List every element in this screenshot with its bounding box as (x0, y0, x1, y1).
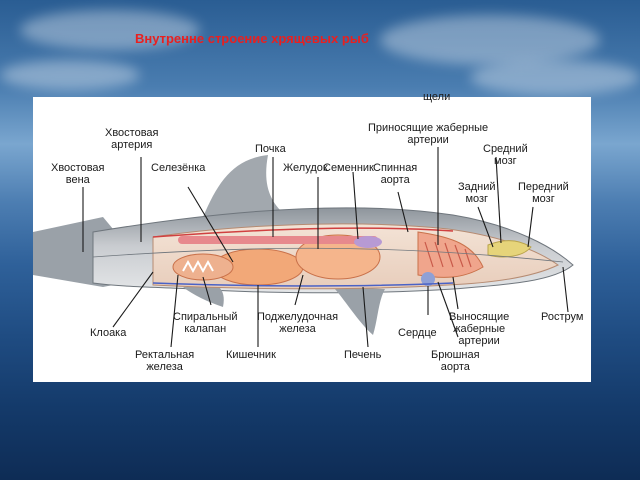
label-afferent-gill-arteries: Приносящие жаберные артерии (368, 122, 489, 146)
diagram-panel: щели Хвостовая артерия Хвостовая вена Се… (33, 91, 591, 382)
label-kidney: Почка (255, 143, 286, 155)
label-cloaca: Клоака (90, 327, 127, 339)
brain-shape (487, 240, 532, 258)
label-testis: Семенник (323, 162, 374, 174)
spiral-valve-shape (172, 253, 234, 281)
label-rectal-gland: Ректальная железа (135, 349, 195, 373)
pectoral-fin (333, 287, 385, 335)
label-pancreas: Поджелудочная железа (257, 311, 339, 335)
gill-lines (424, 241, 472, 268)
cloud (0, 60, 140, 90)
label-hindbrain: Задний мозг (458, 181, 496, 205)
cloud (20, 10, 200, 50)
label-efferent-gill-arteries: Выносящие жаберные артерии (449, 311, 510, 347)
shark-anatomy-illustration (33, 147, 574, 348)
heart-shape (421, 272, 435, 286)
label-spiral-valve: Спиральный калапан (173, 311, 238, 335)
cloud (380, 15, 600, 65)
dorsal-vessel (152, 227, 454, 238)
spiral-teeth (182, 259, 214, 274)
label-midbrain: Средний мозг (483, 143, 528, 167)
label-gill-slits: щели (423, 91, 451, 103)
kidney-shape (178, 236, 378, 244)
leader-lines (82, 147, 569, 348)
label-caudal-artery: Хвостовая артерия (105, 127, 159, 151)
label-intestine: Кишечник (226, 349, 276, 361)
label-caudal-vein: Хвостовая вена (51, 162, 105, 186)
dorsal-fin (203, 155, 288, 217)
label-heart: Сердце (398, 327, 437, 339)
label-ventral-aorta: Брюшная аорта (431, 349, 480, 373)
testis-shape (354, 236, 382, 248)
label-forebrain: Передний мозг (518, 181, 569, 205)
ventral-vessel (152, 282, 454, 287)
slide-title: Внутренне строение хрящевых рыб (135, 31, 369, 46)
label-dorsal-aorta: Спинная аорта (373, 162, 418, 186)
label-spleen: Селезёнка (151, 162, 206, 174)
pelvic-fin (183, 287, 224, 307)
label-liver: Печень (344, 349, 382, 361)
cloud (470, 60, 640, 95)
label-stomach: Желудок (283, 162, 328, 174)
lateral-line (92, 247, 564, 263)
label-rostrum: Рострум (541, 311, 584, 323)
